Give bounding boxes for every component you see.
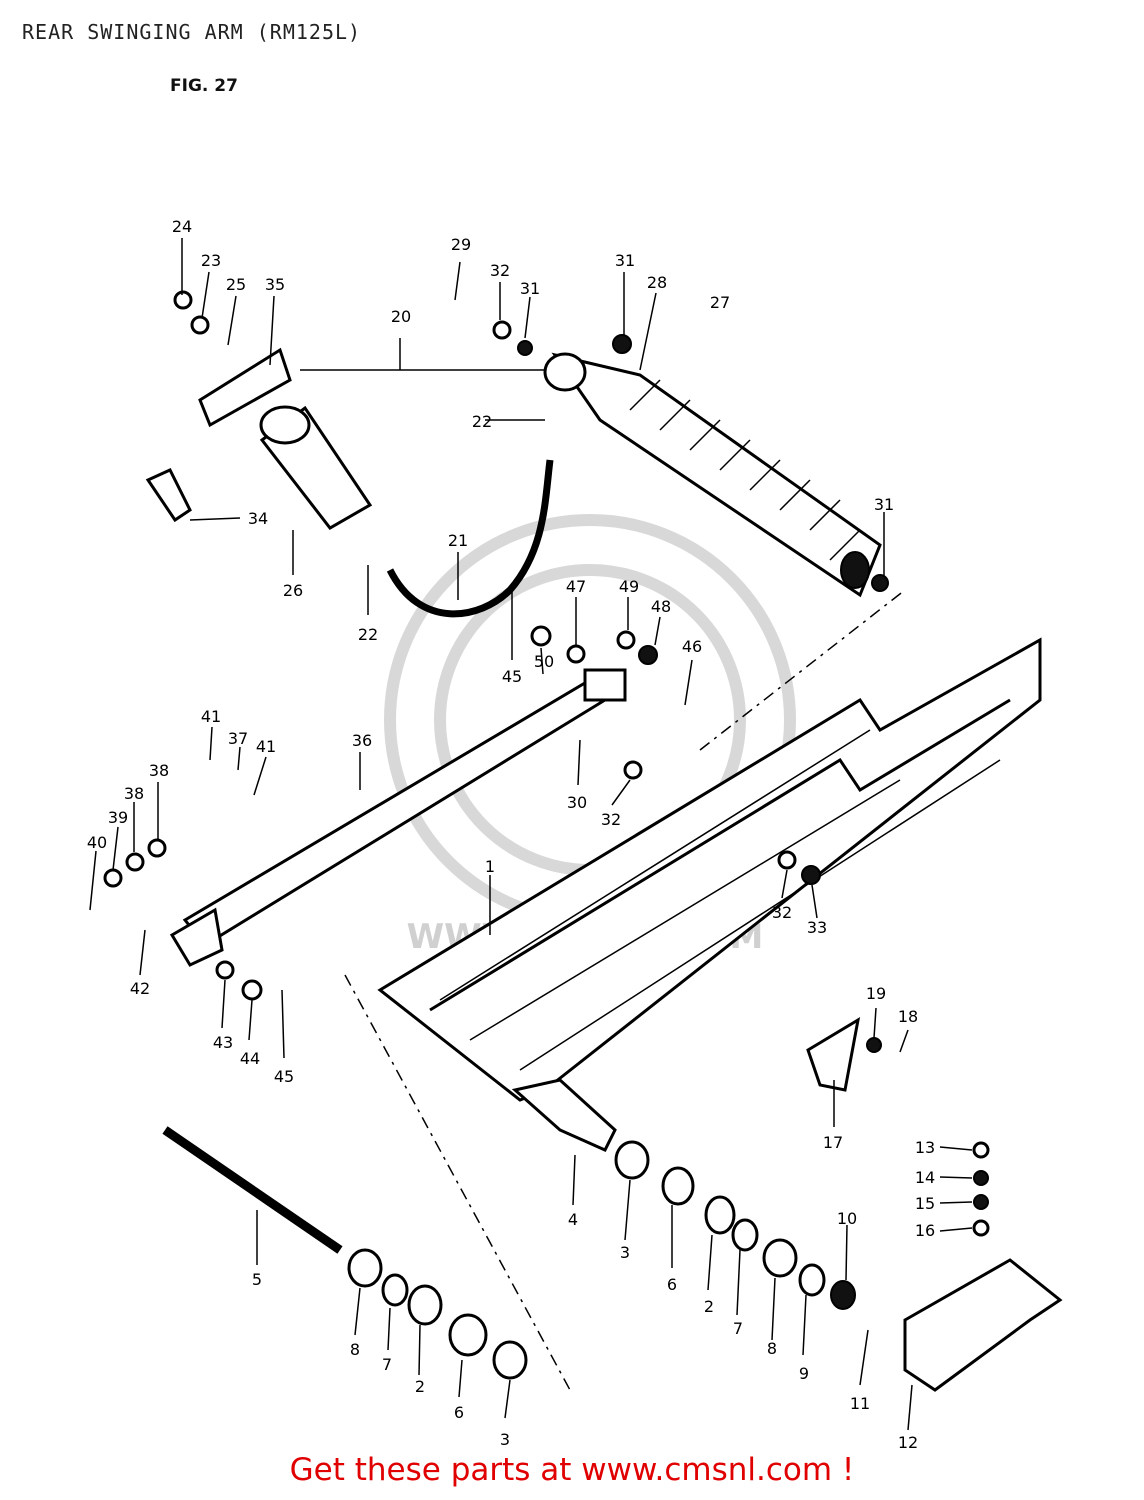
shock-reservoir [198,347,373,530]
callout-label: 19 [866,984,886,1003]
callout-label: 32 [772,903,792,922]
callout-label: 20 [391,307,411,326]
callout-label: 41 [201,707,221,726]
callout-label: 8 [350,1340,360,1359]
callout-label: 31 [874,495,894,514]
callout-label: 34 [248,509,268,528]
callout-label: 26 [283,581,303,600]
callout-label: 25 [226,275,246,294]
callout-label: 43 [213,1033,233,1052]
callout-label: 7 [382,1355,392,1374]
callout-label: 50 [534,652,554,671]
figure-number: FIG. 27 [170,76,238,96]
callout-label: 18 [898,1007,918,1026]
callout-label: 41 [256,737,276,756]
callout-label: 22 [472,412,492,431]
callout-label: 9 [799,1364,809,1383]
callout-label: 29 [451,235,471,254]
callout-label: 30 [567,793,587,812]
small-hardware [103,290,990,1237]
callout-label: 23 [201,251,221,270]
callout-label: 3 [500,1430,510,1449]
callout-label: 44 [240,1049,260,1068]
callout-label: 42 [130,979,150,998]
callout-label: 40 [87,833,107,852]
callout-label: 4 [568,1210,578,1229]
callout-label: 11 [850,1394,870,1413]
callout-label: 39 [108,808,128,827]
callout-label: 31 [520,279,540,298]
callout-label: 13 [915,1138,935,1157]
callout-label: 7 [733,1319,743,1338]
guide-line-right [699,589,906,751]
callout-label: 17 [823,1133,843,1152]
callout-label: 24 [172,217,192,236]
callout-label: 38 [149,761,169,780]
callout-label: 49 [619,577,639,596]
page-title: REAR SWINGING ARM (RM125L) [22,20,362,44]
callout-label: 38 [124,784,144,803]
callout-label: 48 [651,597,671,616]
swing-arm [377,637,1042,1152]
reservoir-hose [386,459,554,618]
callout-label: 12 [898,1433,918,1452]
leader-lines [89,238,973,1431]
callout-label: 45 [274,1067,294,1086]
callout-label: 2 [415,1377,425,1396]
callout-label: 21 [448,531,468,550]
callout-label: 31 [615,251,635,270]
callout-label: 47 [566,577,586,596]
callout-label: 27 [710,293,730,312]
callout-label: 6 [454,1403,464,1422]
callout-label: 22 [358,625,378,644]
callout-label: 8 [767,1339,777,1358]
callout-label: 3 [620,1243,630,1262]
rear-shock-absorber [543,352,882,598]
callout-label: 16 [915,1221,935,1240]
pivot-bolt [162,1126,343,1254]
callout-label: 45 [502,667,522,686]
callout-label: 1 [485,857,495,876]
callout-label: 10 [837,1209,857,1228]
callout-label: 15 [915,1194,935,1213]
pivot-bushings [347,1140,856,1380]
torque-rod [169,668,627,967]
callout-label: 37 [228,729,248,748]
footer-link-text[interactable]: Get these parts at www.cmsnl.com ! [289,1452,855,1488]
callout-label: 28 [647,273,667,292]
callout-label: 32 [601,810,621,829]
callout-label: 46 [682,637,702,656]
callout-label: 35 [265,275,285,294]
guide-line-left [344,974,571,1391]
callout-label: 36 [352,731,372,750]
callout-label: 32 [490,261,510,280]
callout-label: 6 [667,1275,677,1294]
callout-label: 33 [807,918,827,937]
callout-label: 14 [915,1168,935,1187]
callout-label: 5 [252,1270,262,1289]
callout-label: 2 [704,1297,714,1316]
chain-puller [903,1258,1063,1392]
